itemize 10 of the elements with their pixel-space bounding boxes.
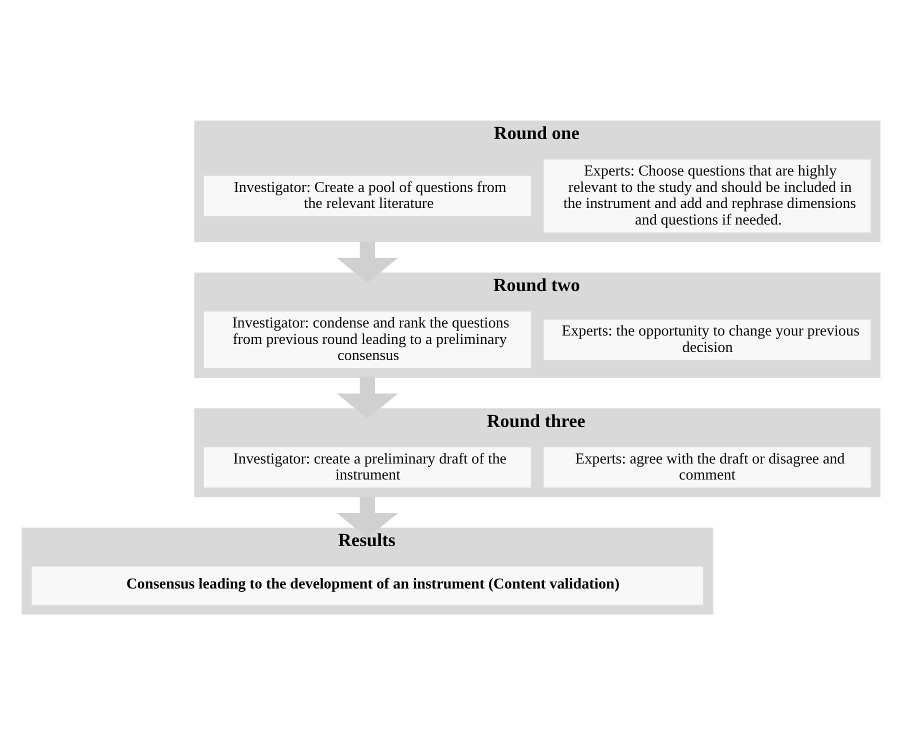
node-box: Investigator: condense and rank the questions from previous round leading to a preliminary consensus xyxy=(202,310,532,370)
node-box: Consensus leading to the development of an instrument (Content validation) xyxy=(30,566,704,606)
node-box: Experts: agree with the draft or disagree and comment xyxy=(542,446,872,489)
node-box: Experts: Choose questions that are highly relevant to the study and should be included in the instrument and add and rephrase dimensions and questions if needed. xyxy=(542,158,872,234)
node-box: Investigator: Create a pool of questions from the relevant literature xyxy=(202,174,532,218)
arrow xyxy=(336,496,398,538)
arrow xyxy=(336,377,398,419)
arrow xyxy=(336,242,398,283)
node-box: Experts: the opportunity to change your previous decision xyxy=(542,318,872,361)
node-box: Investigator: create a preliminary draft of the instrument xyxy=(202,446,532,489)
